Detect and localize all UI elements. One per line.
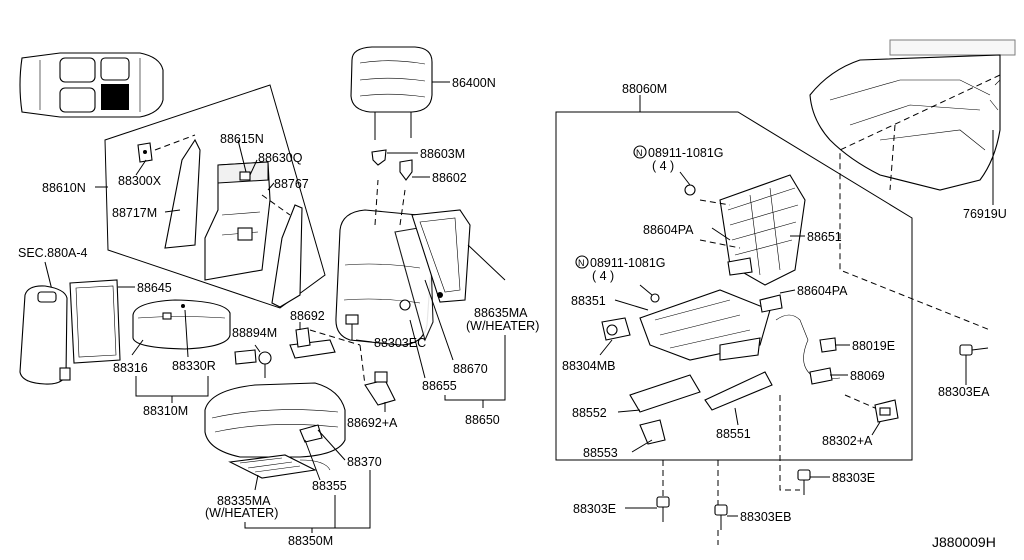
qty-4-b: ( 4 ) bbox=[592, 269, 614, 283]
bracket-88692a-icon bbox=[364, 371, 396, 406]
callout-88650: 88650 bbox=[465, 413, 500, 427]
headrest-guide-icon bbox=[371, 149, 413, 181]
callout-76919u: 76919U bbox=[963, 207, 1007, 221]
callout-88355: 88355 bbox=[312, 479, 347, 493]
callout-88717m: 88717M bbox=[112, 206, 157, 220]
bolt-88303eb-icon bbox=[714, 504, 728, 530]
bracket-88302a-icon bbox=[874, 399, 899, 423]
side-trim-icon bbox=[19, 285, 71, 385]
callout-88604pa-1: 88604PA bbox=[643, 223, 694, 237]
nut-n-1: N bbox=[636, 148, 643, 158]
callout-08911-a: 08911-1081G bbox=[648, 146, 724, 160]
bolt-88303ea-icon bbox=[959, 344, 989, 356]
callout-88310m: 88310M bbox=[143, 404, 188, 418]
callout-88552: 88552 bbox=[572, 406, 607, 420]
vehicle-floor-icon bbox=[809, 39, 1016, 191]
callout-88630q: 88630Q bbox=[258, 151, 303, 165]
callout-88350m: 88350M bbox=[288, 534, 333, 548]
callout-88303ec: 88303EC bbox=[374, 336, 426, 350]
callout-88303eb: 88303EB bbox=[740, 510, 791, 524]
seat-cushion-icon bbox=[204, 382, 346, 479]
callout-88692a: 88692+A bbox=[347, 416, 398, 430]
callout-88635ma: 88635MA bbox=[474, 306, 528, 320]
bolt-88303ec-icon bbox=[345, 314, 359, 340]
callout-88894m: 88894M bbox=[232, 326, 277, 340]
callout-88303e-2: 88303E bbox=[573, 502, 616, 516]
callout-88303ea: 88303EA bbox=[938, 385, 990, 399]
callout-88060m: 88060M bbox=[622, 82, 667, 96]
callout-88692: 88692 bbox=[290, 309, 325, 323]
callout-88655: 88655 bbox=[422, 379, 457, 393]
callout-88300x: 88300X bbox=[118, 174, 162, 188]
callout-w-heater-1: (W/HEATER) bbox=[466, 319, 539, 333]
callout-88370: 88370 bbox=[347, 455, 382, 469]
callout-88553: 88553 bbox=[583, 446, 618, 460]
callout-88303e-1: 88303E bbox=[832, 471, 875, 485]
callout-sec880a4: SEC.880A-4 bbox=[18, 246, 88, 260]
callout-88615n: 88615N bbox=[220, 132, 264, 146]
headrest-icon bbox=[350, 46, 433, 140]
callout-88602: 88602 bbox=[432, 171, 467, 185]
callout-08911-b: 08911-1081G bbox=[590, 256, 666, 270]
seatback-frame-icon bbox=[137, 138, 303, 308]
nut-callout-2: N 08911-1081G ( 4 ) bbox=[575, 255, 666, 303]
callout-88651: 88651 bbox=[807, 230, 842, 244]
callout-88019e: 88019E bbox=[852, 339, 895, 353]
seat-frame-assembly-icon bbox=[601, 174, 841, 445]
backboard-panel-icon bbox=[69, 279, 121, 364]
callout-86400n: 86400N bbox=[452, 76, 496, 90]
callout-w-heater-2: (W/HEATER) bbox=[205, 506, 278, 520]
nut-callout-1: N 08911-1081G ( 4 ) bbox=[633, 145, 724, 196]
callout-88351: 88351 bbox=[571, 294, 606, 308]
callout-88603m: 88603M bbox=[420, 147, 465, 161]
diagram-id: J880009H bbox=[932, 534, 996, 550]
callout-88330r: 88330R bbox=[172, 359, 216, 373]
callout-88335ma: 88335MA bbox=[217, 494, 271, 508]
group-88060m-outline bbox=[555, 111, 913, 461]
callout-88316: 88316 bbox=[113, 361, 148, 375]
callout-88304mb: 88304MB bbox=[562, 359, 616, 373]
cushion-88310m-icon bbox=[132, 299, 231, 350]
callout-88670: 88670 bbox=[453, 362, 488, 376]
nut-n-2: N bbox=[578, 258, 585, 268]
callout-88604pa-2: 88604PA bbox=[797, 284, 848, 298]
callout-88610n: 88610N bbox=[42, 181, 86, 195]
bracket-88692-icon bbox=[234, 327, 336, 378]
callout-88551: 88551 bbox=[716, 427, 751, 441]
callout-88302a: 88302+A bbox=[822, 434, 873, 448]
group-88610n-outline bbox=[104, 84, 326, 309]
callout-88069: 88069 bbox=[850, 369, 885, 383]
callout-88645: 88645 bbox=[137, 281, 172, 295]
bolt-88303e-right-icon bbox=[797, 469, 811, 495]
seatback-icon bbox=[335, 209, 471, 346]
qty-4-a: ( 4 ) bbox=[652, 159, 674, 173]
callout-88767: 88767 bbox=[274, 177, 309, 191]
car-locator-icon bbox=[19, 52, 164, 118]
bolt-88303e-left-icon bbox=[656, 496, 670, 522]
